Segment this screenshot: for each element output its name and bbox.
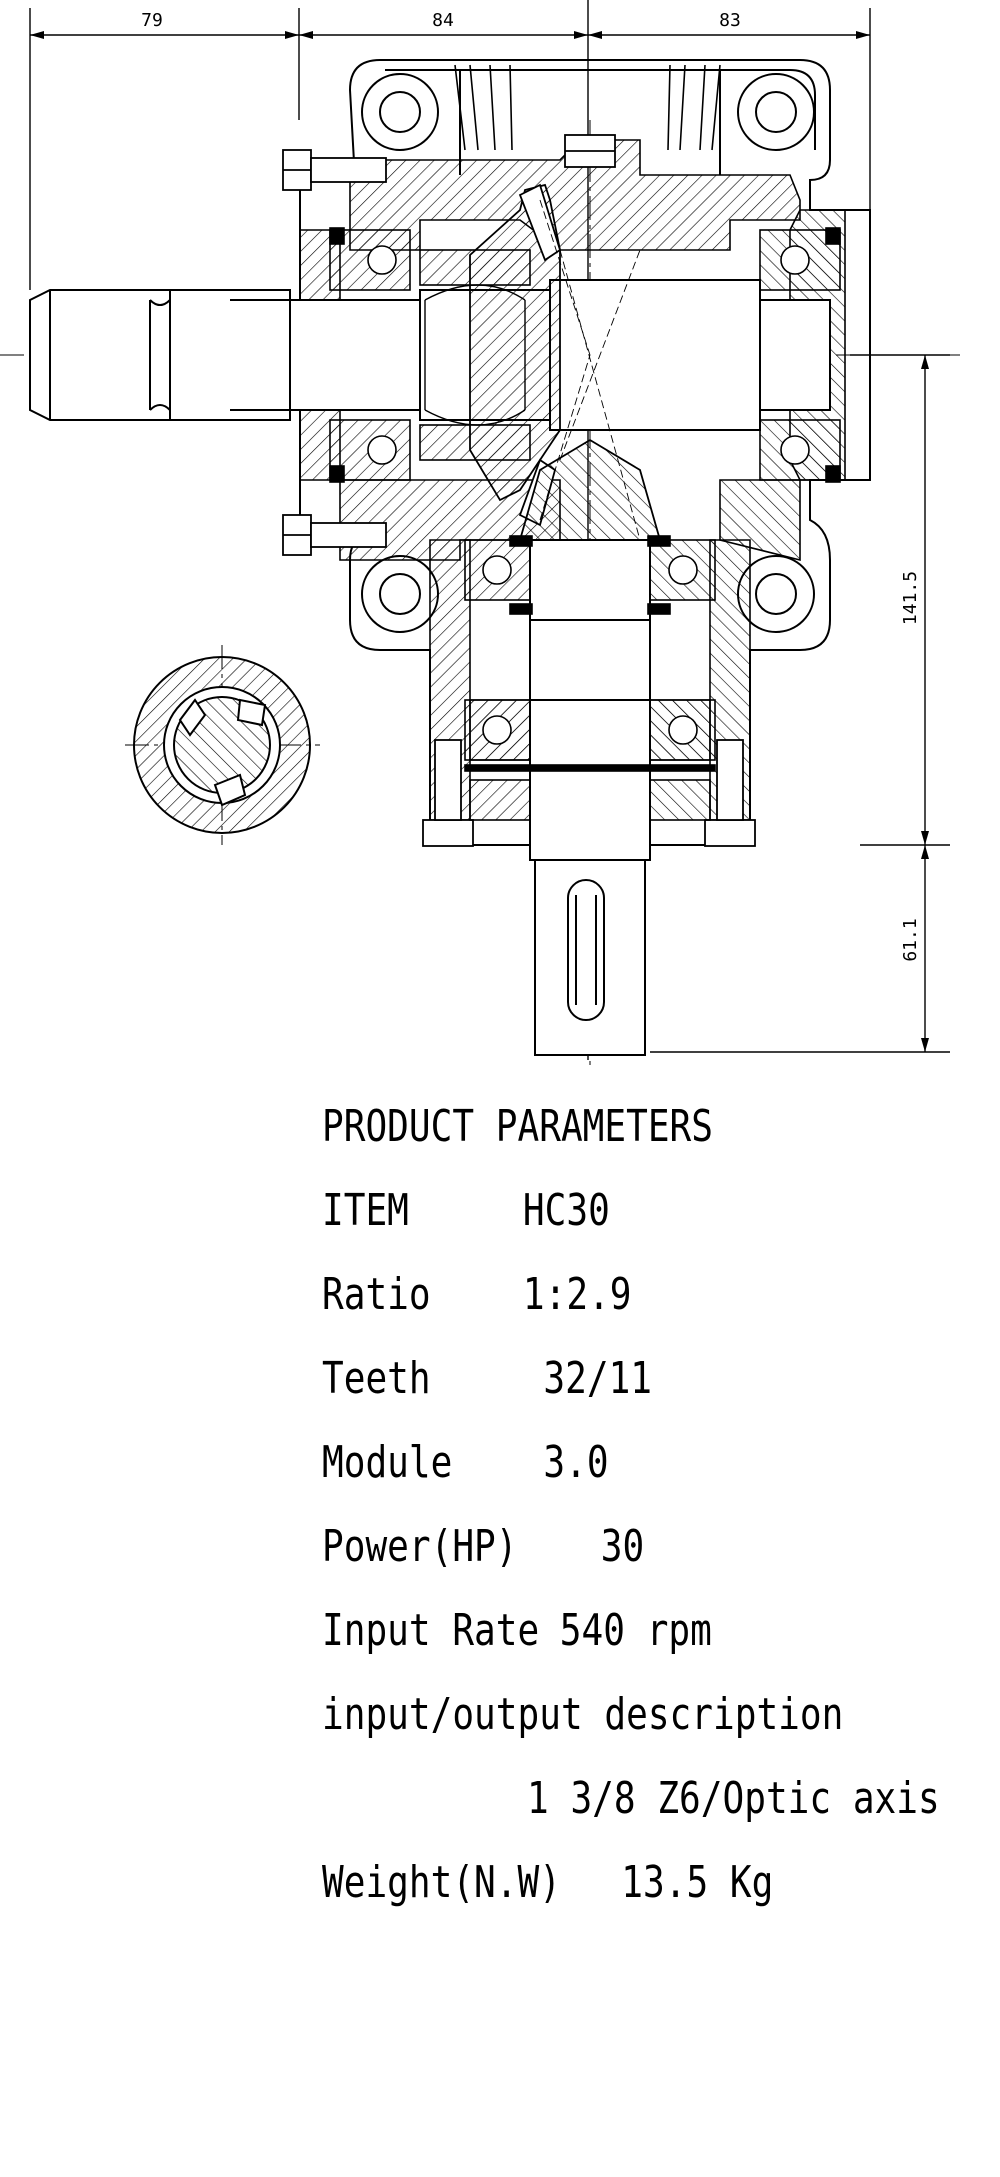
gear-construction-lines (539, 199, 641, 541)
spline-cross-section (133, 656, 311, 834)
param-power-value: 30 (600, 1521, 645, 1572)
housing-section (299, 139, 846, 821)
dimension-top-middle: 84 (432, 10, 454, 31)
param-io-description-row: input/output description (322, 1673, 871, 1757)
param-item-label: ITEM (322, 1185, 409, 1236)
bearings-output (464, 535, 716, 772)
param-weight-label: Weight(N.W) (322, 1857, 561, 1908)
param-power-row: Power(HP) 30 (322, 1505, 871, 1589)
gearbox-technical-drawing: 79 84 83 141.5 61.1 (0, 0, 960, 1065)
bearings-input (329, 227, 841, 483)
param-teeth-value: 32/11 (543, 1353, 653, 1404)
input-shaft (29, 279, 831, 431)
param-ratio-label: Ratio (322, 1269, 431, 1320)
bolts (282, 149, 756, 847)
param-weight-value: 13.5 Kg (621, 1857, 774, 1908)
output-shaft (529, 539, 651, 1056)
param-power-label: Power(HP) (322, 1521, 518, 1572)
top-cap (564, 134, 616, 168)
param-input-rate-row: Input Rate 540 rpm (322, 1589, 871, 1673)
param-weight-row: Weight(N.W) 13.5 Kg (322, 1841, 871, 1925)
param-input-rate-value: 540 rpm (559, 1605, 712, 1656)
dimension-right-lower: 61.1 (900, 918, 921, 961)
param-ratio-row: Ratio 1:2.9 (322, 1253, 871, 1337)
param-module-row: Module 3.0 (322, 1421, 871, 1505)
param-module-label: Module (322, 1437, 453, 1488)
parameters-heading: PRODUCT PARAMETERS (322, 1101, 713, 1152)
param-module-value: 3.0 (543, 1437, 609, 1488)
param-ratio-value: 1:2.9 (522, 1269, 632, 1320)
dimension-arrows (30, 31, 929, 1052)
bevel-gear-output (518, 438, 662, 541)
dimension-top-left: 79 (141, 10, 163, 31)
param-teeth-label: Teeth (322, 1353, 431, 1404)
product-parameters: PRODUCT PARAMETERS ITEM HC30 Ratio 1:2.9… (322, 1085, 940, 1925)
param-io-description-value-row: 1 3/8 Z6/Optic axis (322, 1757, 940, 1841)
param-teeth-row: Teeth 32/11 (322, 1337, 871, 1421)
param-io-description-label: input/output description (322, 1689, 844, 1740)
dimension-right-upper: 141.5 (900, 571, 921, 625)
param-item-value: HC30 (522, 1185, 610, 1236)
parameters-heading-row: PRODUCT PARAMETERS (322, 1085, 871, 1169)
dimension-top-right: 83 (719, 10, 741, 31)
param-io-description-value: 1 3/8 Z6/Optic axis (527, 1773, 940, 1824)
housing-ribs (454, 64, 721, 151)
param-item-row: ITEM HC30 (322, 1169, 871, 1253)
param-input-rate-label: Input Rate (322, 1605, 540, 1656)
output-seal (469, 779, 711, 821)
